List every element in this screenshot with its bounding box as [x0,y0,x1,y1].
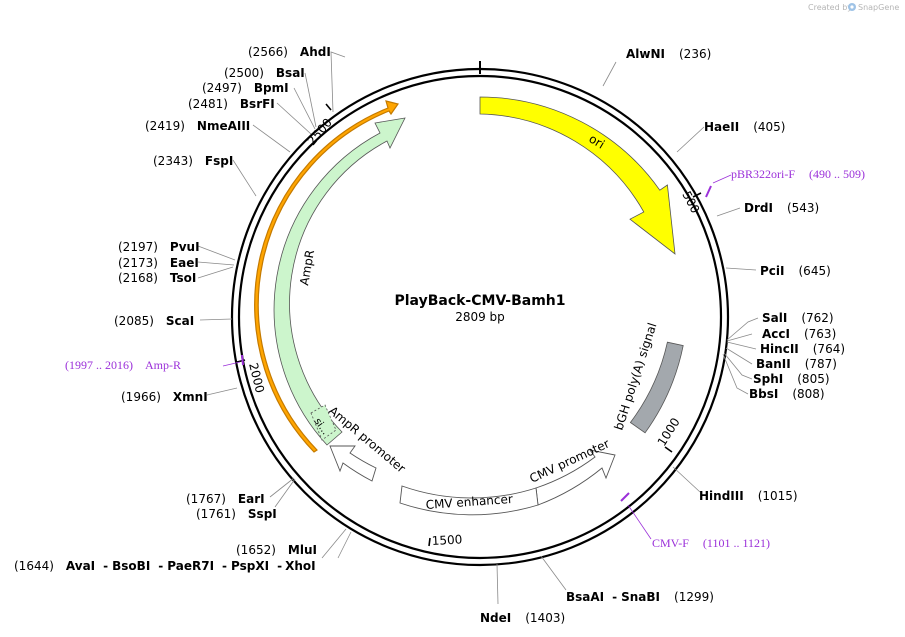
snapgene-logo-icon [848,3,856,11]
tick-mark-500 [692,192,702,198]
site-pcii[interactable]: PciI(645) [760,264,831,278]
site-ahdi[interactable]: (2566)AhdI [248,45,331,59]
site-haeii[interactable]: HaeII(405) [704,120,786,134]
site-xmni[interactable]: (1966)XmnI [121,390,208,404]
site-sali[interactable]: SalI(762) [762,311,834,325]
credit-brand: SnapGene [858,3,899,12]
site-hindiii[interactable]: HindIII(1015) [699,489,798,503]
site-bpmi[interactable]: (2497)BpmI [202,81,289,95]
backbone-inner [237,74,723,560]
tick-mark-1000 [664,446,673,453]
site-bbsi[interactable]: BbsI(808) [749,387,825,401]
ampr-label: AmpR [297,249,317,287]
primer-cmv-f[interactable]: CMV-F(1101 .. 1121) [652,536,770,550]
site-nmeaiii[interactable]: (2419)NmeAIII [145,119,250,133]
site-avai-group[interactable]: (1644)AvaI-BsoBI-PaeR7I-PspXI-XhoI [14,559,316,573]
tick-mark-1500 [428,537,431,547]
site-ndei[interactable]: NdeI(1403) [480,611,565,625]
site-sspi[interactable]: (1761)SspI [196,507,277,521]
tick-label-1000: 1000 [655,415,683,448]
site-sphi[interactable]: SphI(805) [753,372,830,386]
site-mlui[interactable]: (1652)MluI [236,543,317,557]
signal-sequence-feature[interactable] [310,404,337,441]
cmv-promoter-feature[interactable] [535,449,616,506]
ori-feature[interactable] [479,96,676,255]
site-banii[interactable]: BanII(787) [756,357,837,371]
tick-label-1500: 1500 [431,532,462,548]
site-bsrfi[interactable]: (2481)BsrFI [188,97,275,111]
site-pvui[interactable]: (2197)PvuI [118,240,200,254]
site-scai[interactable]: (2085)ScaI [114,314,194,328]
site-acci[interactable]: AccI(763) [762,327,836,341]
site-tsoi[interactable]: (2168)TsoI [118,271,196,285]
site-bsai[interactable]: (2500)BsaI [224,66,305,80]
site-drdi[interactable]: DrdI(543) [744,201,819,215]
tick-mark-2000 [236,359,246,363]
credit-prefix: Created by [808,3,852,12]
cmv-enhancer-feature[interactable] [399,485,539,516]
plasmid-length: 2809 bp [455,310,505,324]
scale-ticks [236,103,702,547]
site-hincii[interactable]: HincII(764) [760,342,845,356]
primer-pbr322ori-f[interactable]: pBR322ori-F(490 .. 509) [731,167,865,181]
site-alwni[interactable]: AlwNI(236) [626,47,711,61]
tick-label-500: 500 [679,189,702,216]
cmv-enhancer-label: CMV enhancer [425,492,513,512]
ampr-promoter-feature[interactable] [329,445,377,482]
primer-amp-r[interactable]: (1997 .. 2016)Amp-R [65,358,181,372]
site-eaei[interactable]: (2173)EaeI [118,256,199,270]
site-fspi[interactable]: (2343)FspI [153,154,233,168]
site-eari[interactable]: (1767)EarI [186,492,265,506]
plasmid-name: PlayBack-CMV-Bamh1 [395,293,566,309]
ori-label: ori [586,132,607,152]
orange-orf-feature[interactable] [254,100,399,453]
bgh-polya-feature[interactable] [629,341,684,434]
leader-lines [197,51,759,605]
site-bsaai-snabi[interactable]: BsaAI-SnaBI(1299) [566,590,714,604]
tick-mark-2500 [325,103,332,111]
ampr-feature[interactable] [273,117,406,446]
